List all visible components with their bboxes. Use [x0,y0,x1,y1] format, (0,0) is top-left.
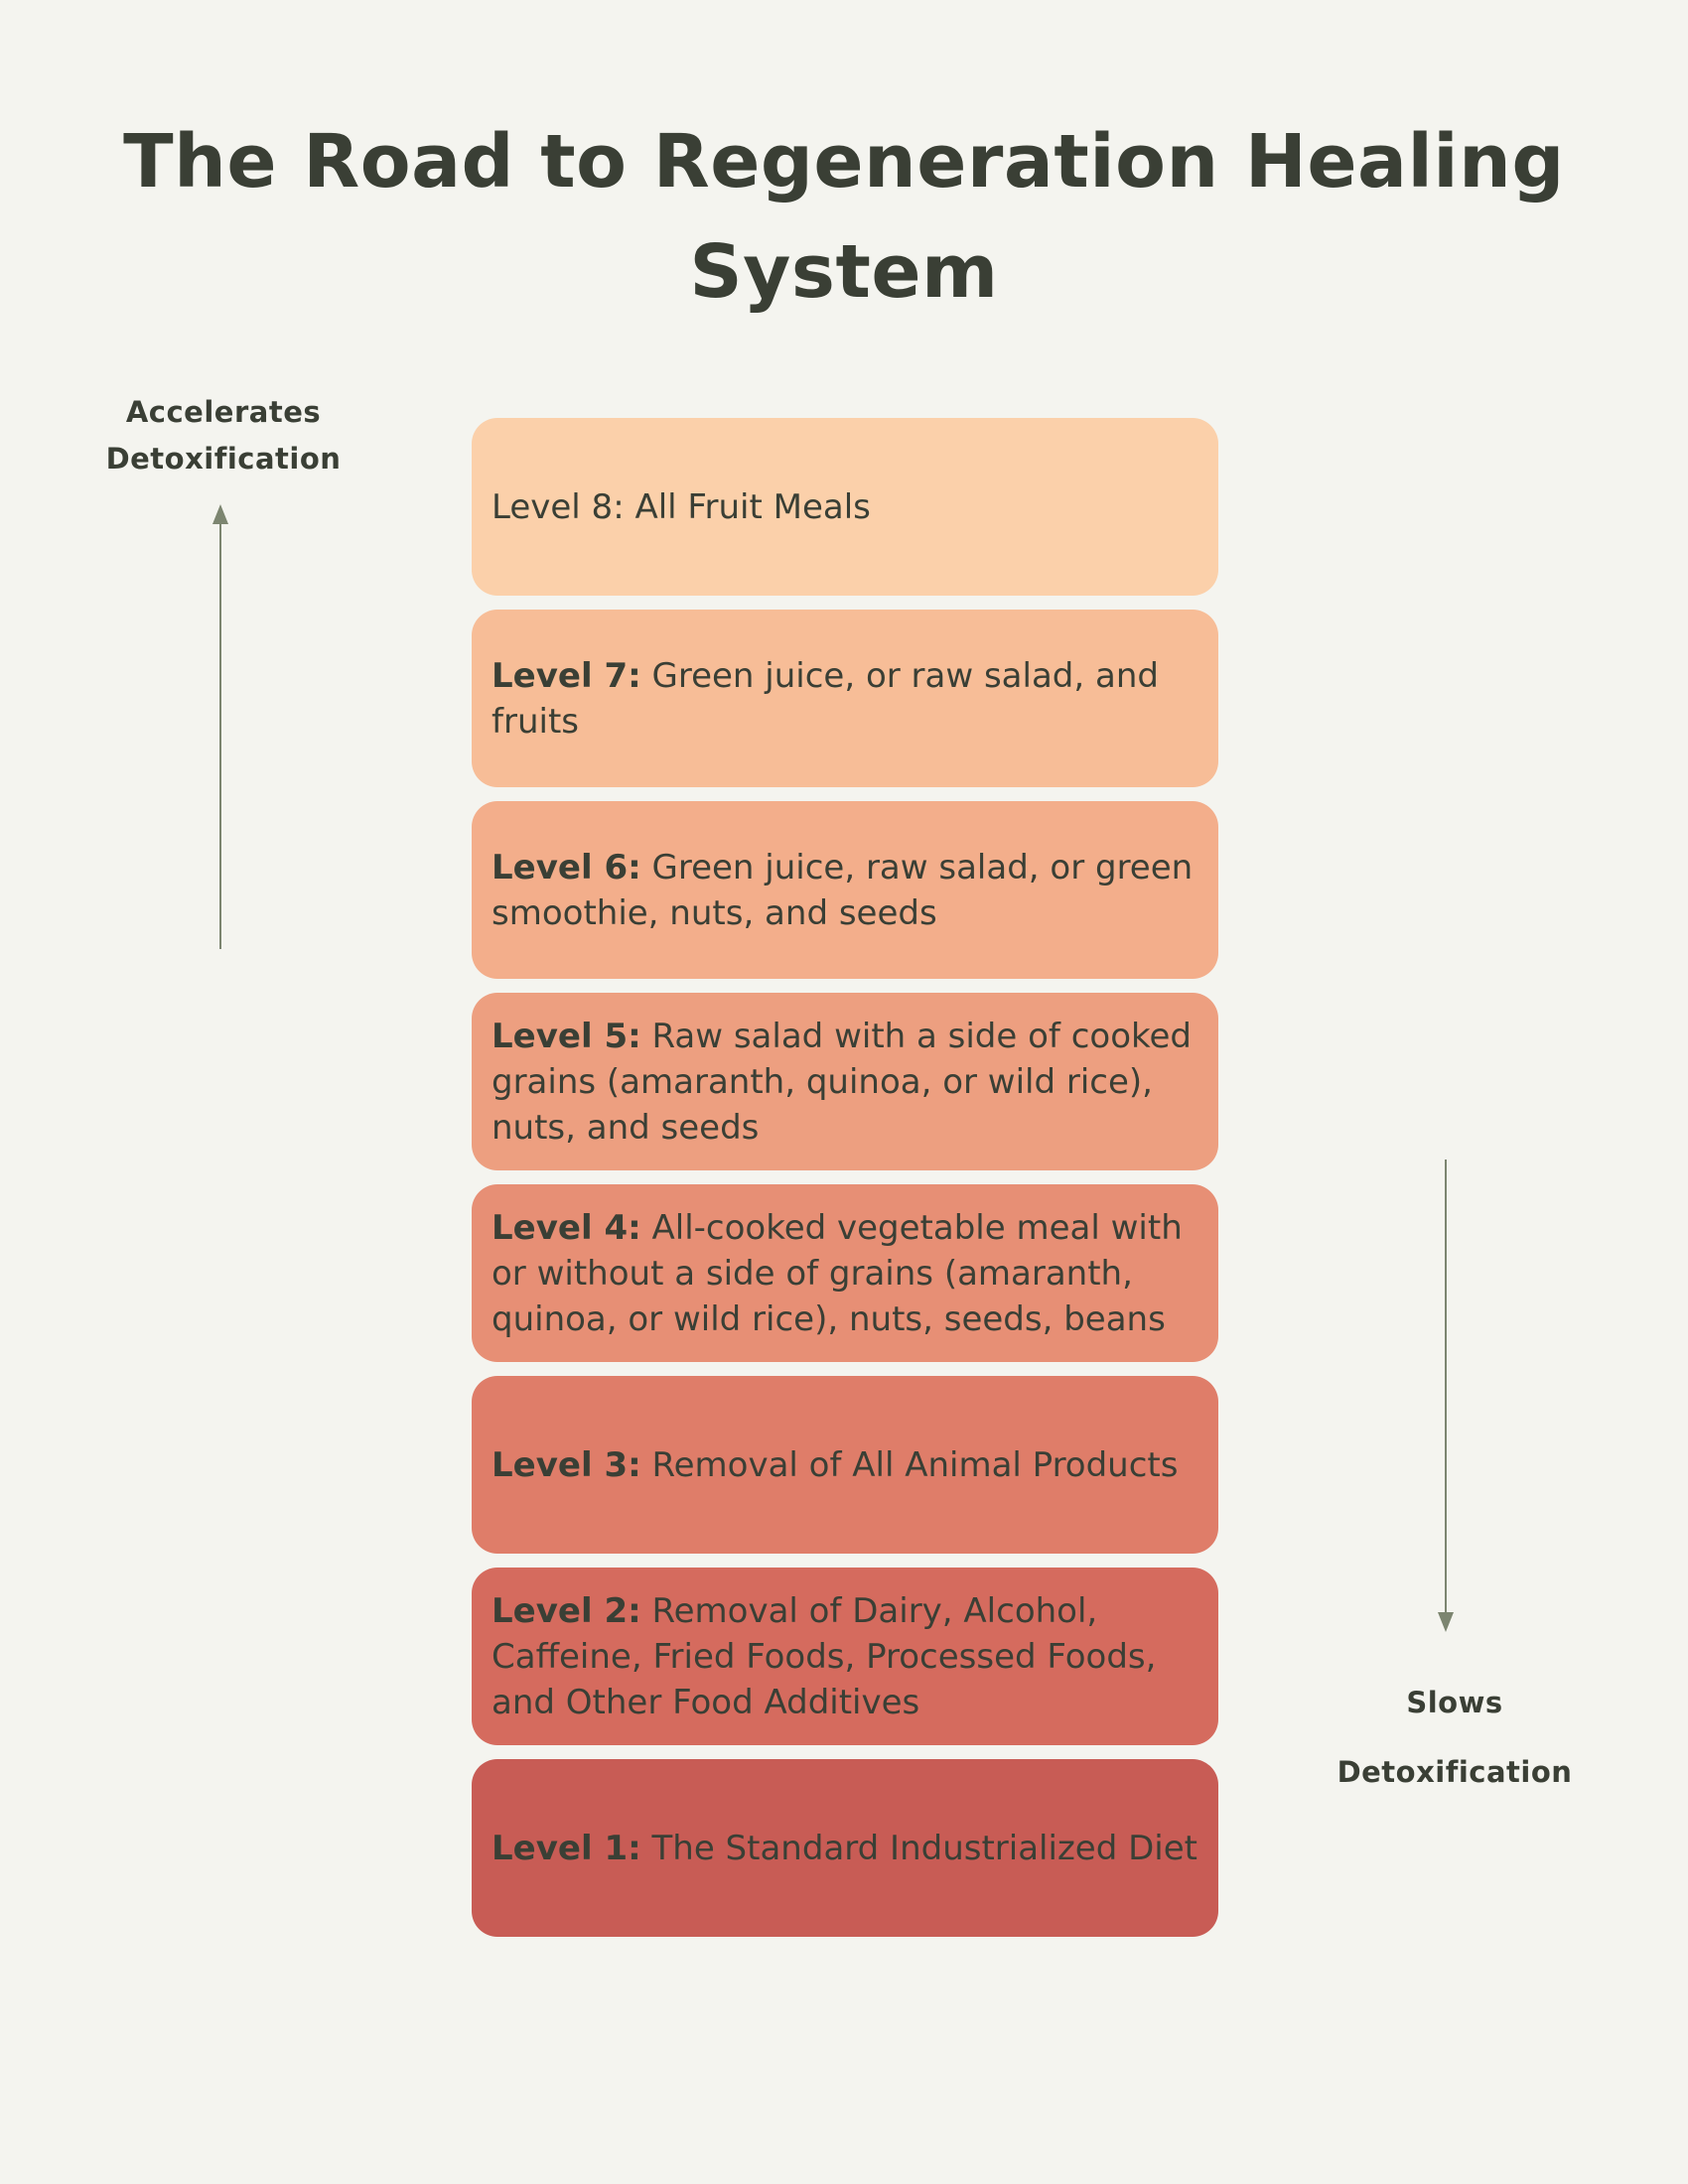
page-title: The Road to Regeneration Healing System [123,119,1565,315]
arrow-up-icon [212,504,228,949]
level-number: Level 3: [492,1444,641,1485]
accelerates-word: Accelerates [125,395,322,429]
level-description: All-cooked vegetable meal with or withou… [492,1207,1183,1339]
level-text: Level 4: All-cooked vegetable meal with … [492,1205,1198,1342]
detoxification-word: Detoxification [1336,1755,1573,1789]
level-box: Level 1: The Standard Industrialized Die… [472,1759,1218,1937]
level-description: Removal of All Animal Products [651,1444,1179,1485]
level-box: Level 3: Removal of All Animal Products [472,1376,1218,1554]
accelerates-detoxification-label: Accelerates Detoxification [70,389,377,482]
level-description: All Fruit Meals [634,486,871,527]
level-box: Level 7: Green juice, or raw salad, and … [472,610,1218,787]
level-box: Level 6: Green juice, raw salad, or gree… [472,801,1218,979]
level-text: Level 8: All Fruit Meals [492,484,871,530]
level-number: Level 2: [492,1590,641,1631]
level-description: Removal of Dairy, Alcohol, Caffeine, Fri… [492,1590,1157,1722]
level-text: Level 3: Removal of All Animal Products [492,1442,1178,1488]
level-text: Level 7: Green juice, or raw salad, and … [492,653,1198,745]
level-number: Level 6: [492,847,641,887]
level-number: Level 5: [492,1016,641,1056]
arrow-down-icon [1438,1160,1454,1632]
level-text: Level 6: Green juice, raw salad, or gree… [492,845,1198,936]
level-box: Level 5: Raw salad with a side of cooked… [472,993,1218,1170]
level-description: The Standard Industrialized Diet [651,1828,1197,1868]
detoxification-word: Detoxification [105,442,342,476]
level-number: Level 8: [492,486,625,527]
level-text: Level 1: The Standard Industrialized Die… [492,1826,1197,1871]
slows-word: Slows [1406,1686,1503,1719]
level-text: Level 5: Raw salad with a side of cooked… [492,1014,1198,1151]
slows-detoxification-label: Slows Detoxification [1291,1668,1618,1807]
level-text: Level 2: Removal of Dairy, Alcohol, Caff… [492,1588,1198,1725]
level-number: Level 1: [492,1828,641,1868]
level-box: Level 2: Removal of Dairy, Alcohol, Caff… [472,1568,1218,1745]
level-description: Raw salad with a side of cooked grains (… [492,1016,1192,1148]
level-description: Green juice, or raw salad, and fruits [492,655,1159,742]
level-box: Level 8: All Fruit Meals [472,418,1218,596]
level-box: Level 4: All-cooked vegetable meal with … [472,1184,1218,1362]
level-description: Green juice, raw salad, or green smoothi… [492,847,1194,933]
level-number: Level 4: [492,1207,641,1248]
level-number: Level 7: [492,655,641,696]
